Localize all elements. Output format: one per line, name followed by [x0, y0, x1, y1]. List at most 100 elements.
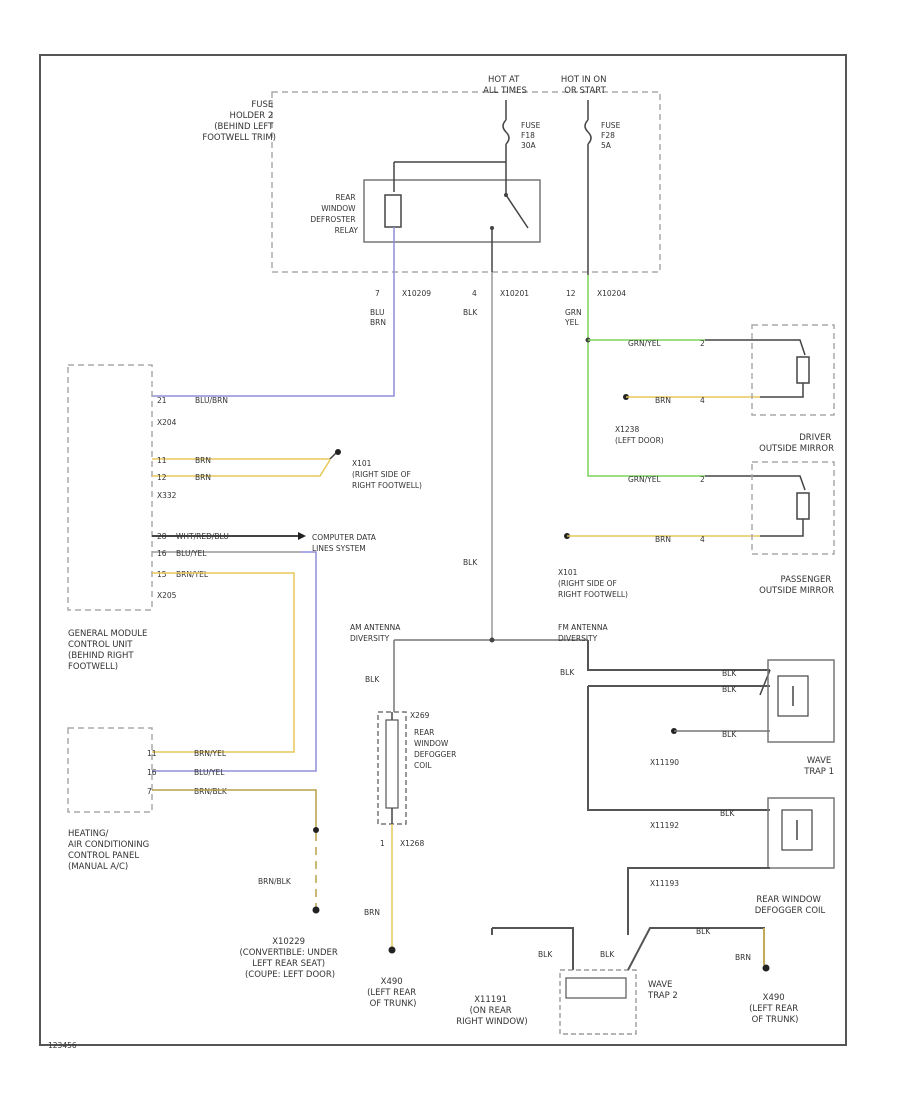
trap-x11192-wire: BLK — [720, 809, 735, 818]
blk-main-label: BLK — [463, 558, 478, 567]
brn-right-label: BRN — [735, 953, 751, 962]
driver-mirror-box — [751, 324, 835, 416]
conn-p3-id: X10204 — [597, 289, 626, 298]
driver-mirror-label: DRIVER OUTSIDE MIRROR — [759, 433, 834, 454]
x11190-label: X11190 — [650, 758, 679, 767]
hvac-pin-1: 11 — [147, 749, 157, 758]
ground-x101-left-label: X101 (RIGHT SIDE OF RIGHT FOOTWELL) — [352, 459, 422, 490]
fuse-f18-symbol — [502, 119, 510, 145]
wire-blu-brn — [152, 272, 395, 397]
blk-coil-label: BLK — [365, 675, 380, 684]
wave-trap-1 — [767, 659, 835, 743]
x490-left-label: X490 (LEFT REAR OF TRUNK) — [367, 977, 419, 1009]
x101-right-label: X101 (RIGHT SIDE OF RIGHT FOOTWELL) — [558, 568, 628, 599]
fuse-f28-label: FUSE F28 5A — [601, 121, 623, 150]
conn-p3-wire: GRN YEL — [564, 308, 584, 327]
relay-coil — [384, 194, 402, 228]
hot-at-all-times-label: HOT AT ALL TIMES — [483, 75, 527, 96]
gm-c3-wire-2: BLU/YEL — [176, 549, 207, 558]
conn-p1-wire: BLU BRN — [370, 308, 387, 327]
pass-pin-1: 2 — [700, 475, 705, 484]
coil-conn-top: X269 — [410, 711, 430, 720]
passenger-mirror-heater — [796, 492, 810, 520]
x10229-wire: BRN/BLK — [258, 877, 292, 886]
cdls-label: COMPUTER DATA LINES SYSTEM — [312, 533, 378, 553]
gm-c1-pin: 21 — [157, 396, 167, 405]
gm-c2-wire-2: BRN — [195, 473, 211, 482]
trap1-wire-2: BLK — [722, 685, 737, 694]
gm-label: GENERAL MODULE CONTROL UNIT (BEHIND RIGH… — [68, 629, 150, 672]
coil-pin: 1 — [380, 839, 385, 848]
blk-b-label: BLK — [600, 950, 615, 959]
wave-trap-1-label: WAVE TRAP 1 — [803, 756, 834, 777]
passenger-mirror-box — [751, 461, 835, 555]
pass-pin-2: 4 — [700, 535, 705, 544]
hvac-wire-1: BRN/YEL — [194, 749, 227, 758]
fuse-f18-label: FUSE F18 30A — [521, 121, 543, 150]
conn-p2-pin: 4 — [472, 289, 477, 298]
blk-a-label: BLK — [538, 950, 553, 959]
coil-label: REAR WINDOW DEFOGGER COIL — [414, 728, 459, 770]
diagram-frame — [39, 54, 847, 1046]
conn-p3-pin: 12 — [566, 289, 576, 298]
gm-c3-pin-2: 16 — [157, 549, 167, 558]
fuse-holder-box — [271, 91, 661, 273]
x11191-label: X11191 (ON REAR RIGHT WINDOW) — [456, 995, 528, 1027]
general-module-box — [67, 364, 153, 611]
driver-wire-1: GRN/YEL — [628, 339, 661, 348]
hvac-panel-box — [67, 727, 153, 813]
ground-x490-left — [388, 946, 396, 954]
blk-trap2-wire: BLK — [696, 927, 711, 936]
footer-code: 123456 — [48, 1041, 77, 1050]
x490-right-label: X490 (LEFT REAR OF TRUNK) — [749, 993, 801, 1025]
fm-antenna-label: FM ANTENNA DIVERSITY — [558, 623, 610, 643]
relay-label: REAR WINDOW DEFROSTER RELAY — [310, 193, 358, 235]
gm-c3-pin-3: 15 — [157, 570, 167, 579]
hvac-wire-2: BLU/YEL — [194, 768, 225, 777]
am-antenna-label: AM ANTENNA DIVERSITY — [350, 623, 403, 643]
pass-wire-1: GRN/YEL — [628, 475, 661, 484]
driver-pin-2: 4 — [700, 396, 705, 405]
conn-p2-id: X10201 — [500, 289, 529, 298]
driver-pin-1: 2 — [700, 339, 705, 348]
wave-trap-2-label: WAVE TRAP 2 — [647, 980, 678, 1001]
pass-wire-2: BRN — [655, 535, 671, 544]
conn-p2-wire: BLK — [463, 308, 478, 317]
brn-coil-label: BRN — [364, 908, 380, 917]
hvac-wire-3: BRN/BLK — [194, 787, 228, 796]
rear-window-coil-label: REAR WINDOW DEFOGGER COIL — [755, 895, 826, 916]
wave-trap-upper-2 — [767, 797, 835, 869]
conn-p1-id: X10209 — [402, 289, 431, 298]
driver-mirror-heater — [796, 356, 810, 384]
gm-c2-conn: X332 — [157, 491, 177, 500]
x11192-label: X11192 — [650, 821, 679, 830]
x10229-connector-top — [313, 827, 319, 833]
x11193-label: X11193 — [650, 879, 679, 888]
relay-switch — [505, 194, 529, 229]
coil-conn-bottom: X1268 — [400, 839, 424, 848]
passenger-mirror-label: PASSENGER OUTSIDE MIRROR — [759, 575, 834, 596]
gm-c2-wire-1: BRN — [195, 456, 211, 465]
trap1-wire-3: BLK — [722, 730, 737, 739]
rear-window-defogger-coil — [377, 711, 407, 825]
gm-c2-pin-2: 12 — [157, 473, 167, 482]
ground-x101-left — [335, 449, 341, 455]
trap1-wire-1: BLK — [722, 669, 737, 678]
x10229-label: X10229 (CONVERTIBLE: UNDER LEFT REAR SEA… — [239, 937, 340, 980]
x10229-connector-bottom — [312, 906, 320, 914]
hvac-pin-2: 16 — [147, 768, 157, 777]
conn-p1-pin: 7 — [375, 289, 380, 298]
blk-fm-label: BLK — [560, 668, 575, 677]
gm-c3-wire-3: BRN/YEL — [176, 570, 209, 579]
hot-in-on-label: HOT IN ON OR START — [561, 75, 609, 96]
gm-c3-pin-1: 28 — [157, 532, 167, 541]
gm-c3-wire-1: WHT/RED/BLU — [176, 532, 229, 541]
gm-c2-pin-1: 11 — [157, 456, 167, 465]
fuse-f28-symbol — [584, 119, 592, 145]
hvac-pin-3: 7 — [147, 787, 152, 796]
x1238-label: X1238 (LEFT DOOR) — [615, 425, 664, 445]
gm-c1-conn: X204 — [157, 418, 177, 427]
hvac-label: HEATING/ AIR CONDITIONING CONTROL PANEL … — [68, 829, 152, 872]
rear-window-defroster-relay — [363, 179, 541, 243]
